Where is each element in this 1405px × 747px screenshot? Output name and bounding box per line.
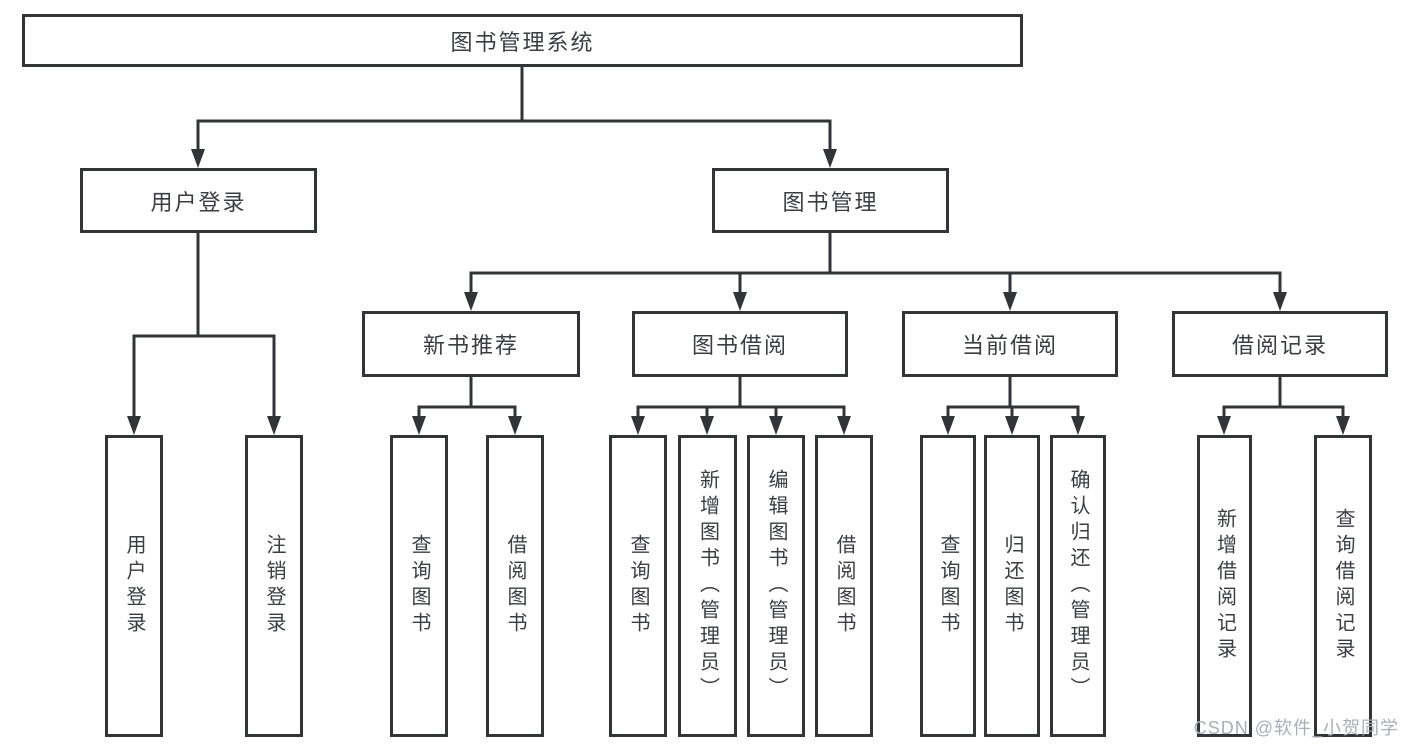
node-book-borrowing: 图书借阅: [632, 311, 848, 377]
node-borrowing-records: 借阅记录: [1172, 311, 1388, 377]
leaf-add-books-admin: 新增图书（管理员）: [678, 435, 737, 737]
connector-root-to-level2: [191, 67, 837, 168]
csdn-watermark: CSDN @软件_小贺同学: [1193, 718, 1399, 738]
leaf-confirm-return-admin: 确认归还（管理员）: [1050, 435, 1106, 737]
node-library-management-system: 图书管理系统: [22, 14, 1023, 67]
leaf-logout: 注销登录: [245, 435, 303, 737]
node-new-book-recommend: 新书推荐: [362, 311, 580, 377]
leaf-query-books-borrowing: 查询图书: [609, 435, 667, 737]
leaf-query-borrow-record: 查询借阅记录: [1314, 435, 1372, 737]
node-book-management-branch: 图书管理: [712, 168, 949, 233]
node-user-login-branch: 用户登录: [80, 168, 317, 233]
leaf-borrow-books-recommend: 借阅图书: [486, 435, 544, 737]
connector-current-borrowing-to-leaves: [941, 377, 1085, 435]
leaf-return-books: 归还图书: [984, 435, 1040, 737]
node-current-borrowing: 当前借阅: [902, 311, 1118, 377]
connector-book-management-to-level3: [464, 233, 1287, 311]
leaf-borrow-books: 借阅图书: [815, 435, 873, 737]
leaf-add-borrow-record: 新增借阅记录: [1197, 435, 1252, 737]
connector-new-book-recommend-to-leaves: [412, 377, 522, 435]
connector-book-borrowing-to-leaves: [631, 377, 851, 435]
leaf-query-books-recommend: 查询图书: [390, 435, 448, 737]
connector-user-login-to-leaves: [127, 233, 281, 435]
leaf-edit-books-admin: 编辑图书（管理员）: [747, 435, 805, 737]
leaf-user-login: 用户登录: [105, 435, 163, 737]
connector-borrowing-records-to-leaves: [1217, 377, 1350, 435]
leaf-query-books-current: 查询图书: [920, 435, 976, 737]
